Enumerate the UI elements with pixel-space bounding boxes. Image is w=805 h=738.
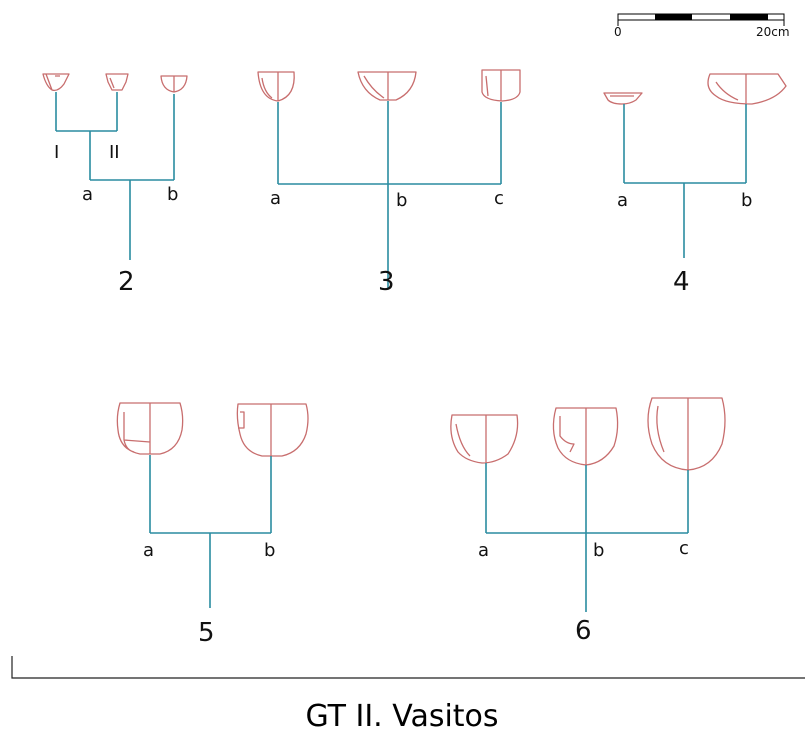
group-number-4: 4 [673,267,690,297]
vessel-3-a [257,71,295,102]
vessel-6-b [552,407,619,466]
label-3-b: b [396,190,407,211]
label-6-c: c [679,538,689,559]
group-number-6: 6 [575,616,592,646]
group-4: a b 4 [603,73,787,297]
group-3: a b c 3 [257,69,521,297]
label-5-b: b [264,540,275,561]
vessel-4-b [707,73,787,105]
label-2-I: I [54,142,59,163]
vessel-2-a-II [105,73,129,91]
scale-start-label: 0 [614,25,622,39]
label-4-b: b [741,190,752,211]
vessel-2-a-I [42,73,70,92]
group-number-5: 5 [198,618,215,648]
vessel-5-a [116,402,184,455]
vessel-5-b [236,403,309,457]
group-number-2: 2 [118,267,135,297]
scale-end-label: 20cm [756,25,790,39]
group-number-3: 3 [378,267,395,297]
label-2-b: b [167,184,178,205]
label-3-c: c [494,188,504,209]
label-6-a: a [478,540,489,561]
vessel-6-c [647,397,726,471]
label-3-a: a [270,188,281,209]
vessel-3-c [481,69,521,102]
group-5: a b 5 [116,402,309,648]
label-5-a: a [143,540,154,561]
scale-bar: 0 20cm [614,13,790,39]
label-4-a: a [617,190,628,211]
group-2: I II a b 2 [42,73,188,297]
vessel-4-a [603,92,643,105]
baseline-bracket [11,656,805,679]
label-6-b: b [593,540,604,561]
vessel-3-b [357,71,417,101]
figure-title: GT II. Vasitos [305,699,498,734]
label-2-a: a [82,184,93,205]
vessel-6-a [450,414,519,464]
label-2-II: II [109,142,120,163]
group-6: a b c 6 [450,397,726,646]
vessel-2-b [160,75,188,93]
